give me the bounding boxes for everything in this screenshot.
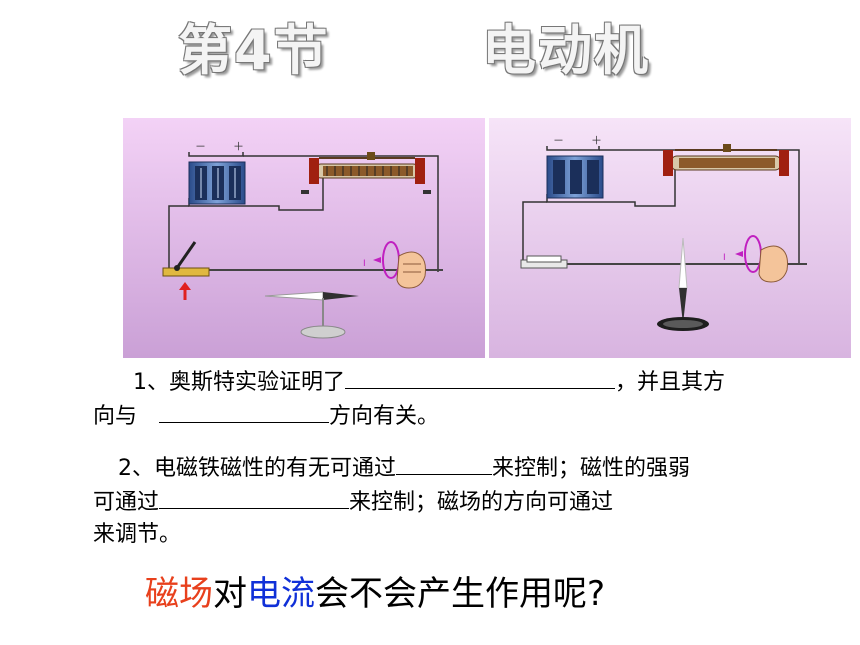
question-2-line-3: 来调节。 xyxy=(93,520,181,550)
battery-icon-right xyxy=(546,155,604,199)
answer-blank-2[interactable] xyxy=(159,400,330,423)
word-magnetic-field: 磁场 xyxy=(145,574,213,614)
answer-blank-3[interactable] xyxy=(396,452,492,475)
q2-text-d: 来控制；磁场的方向可通过 xyxy=(349,490,614,515)
title-topic: 电动机 xyxy=(482,19,650,82)
battery-minus: － xyxy=(195,140,206,153)
question-2-line-1: 2、电磁铁磁性的有无可通过 来控制；磁性的强弱 xyxy=(118,452,690,484)
left-panel: － ＋ I xyxy=(123,118,485,358)
question-1-line-1: 1、奥斯特实验证明了 ，并且其方 xyxy=(133,366,725,398)
q1-text-a: 1、奥斯特实验证明了 xyxy=(133,370,345,395)
compass-needle-icon xyxy=(264,291,359,339)
compass-needle-icon-right xyxy=(657,237,709,331)
current-label-right: I xyxy=(723,253,726,263)
current-label: I xyxy=(363,259,366,269)
rheostat-icon-right xyxy=(663,144,789,176)
hand-icon-right xyxy=(758,245,788,283)
word-current: 电流 xyxy=(247,574,315,614)
oersted-experiment-figure: － ＋ I xyxy=(123,118,851,358)
q1-text-b: ，并且其方 xyxy=(615,370,726,395)
rheostat-icon xyxy=(301,152,431,194)
q2-text-c: 可通过 xyxy=(93,490,160,515)
battery-icon xyxy=(188,161,246,205)
closed-switch-icon xyxy=(520,255,568,269)
knife-switch-icon xyxy=(162,241,210,277)
battery-minus-right: － xyxy=(553,134,564,147)
question-rest: 会不会产生作用呢? xyxy=(315,574,606,614)
answer-blank-1[interactable] xyxy=(345,366,615,389)
closing-question: 磁场对电流会不会产生作用呢? xyxy=(145,566,605,615)
title-section-number: 第4节 xyxy=(178,19,330,82)
q2-text-b: 来控制；磁性的强弱 xyxy=(492,456,691,481)
q1-text-c: 向与 xyxy=(93,404,138,429)
q2-text-e: 来调节。 xyxy=(93,522,182,547)
battery-plus: ＋ xyxy=(233,140,244,153)
q2-text-a: 2、电磁铁磁性的有无可通过 xyxy=(118,456,396,481)
q1-text-d: 方向有关。 xyxy=(329,404,440,429)
word-on: 对 xyxy=(213,574,247,614)
question-1-line-2: 向与 方向有关。 xyxy=(93,400,439,432)
battery-plus-right: ＋ xyxy=(591,134,602,147)
question-2-line-2: 可通过 来控制；磁场的方向可通过 xyxy=(93,486,613,518)
slide-title: 第4节 电动机 xyxy=(0,6,860,82)
hand-icon xyxy=(396,251,426,289)
right-panel: － ＋ I xyxy=(489,118,851,358)
answer-blank-4[interactable] xyxy=(159,486,350,509)
